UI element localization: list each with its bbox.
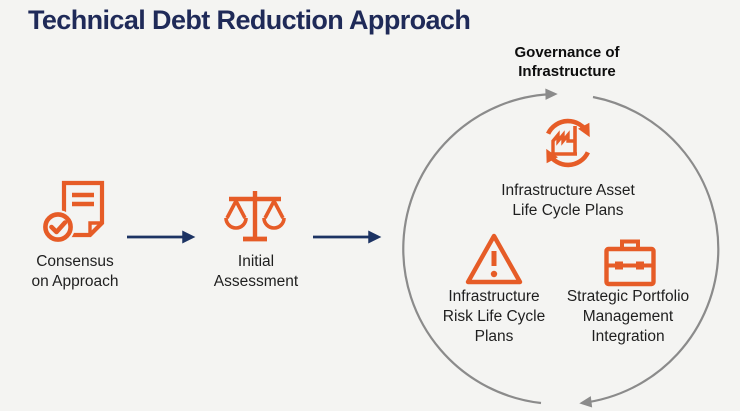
- page-title: Technical Debt Reduction Approach: [28, 5, 471, 35]
- step-label-consensus: Consensus on Approach: [31, 253, 119, 290]
- warning-triangle-icon: [465, 233, 523, 285]
- governance-heading: Governance of Infrastructure: [514, 44, 620, 80]
- briefcase-icon: [604, 239, 656, 287]
- document-check-icon: [42, 180, 105, 244]
- flow-arrow-icon: [127, 230, 196, 244]
- step-label-initial-assessment: Initial Assessment: [213, 253, 299, 290]
- cycle-label-strategic-portfolio: Strategic Portfolio Management Integrati…: [566, 288, 690, 345]
- cycle-arc-right: [579, 95, 720, 408]
- flow-arrow-icon: [313, 230, 382, 244]
- cycle-label-asset-lifecycle: Infrastructure Asset Life Cycle Plans: [501, 182, 635, 219]
- cycle-arc-left: [402, 88, 558, 405]
- cycle-label-risk-lifecycle: Infrastructure Risk Life Cycle Plans: [442, 288, 546, 345]
- balance-scale-icon: [224, 191, 286, 242]
- asset-lifecycle-refresh-icon: [546, 118, 590, 168]
